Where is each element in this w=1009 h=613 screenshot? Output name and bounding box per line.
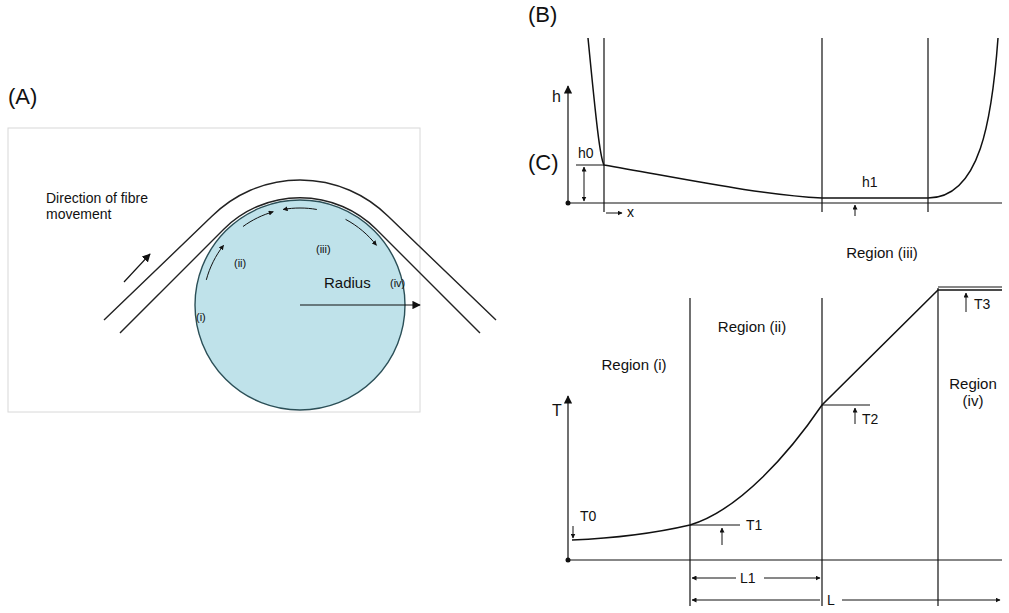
h1-arrow <box>855 205 856 216</box>
figure-label: (B) <box>528 2 557 27</box>
figure-label: Region (iv) <box>941 375 1005 410</box>
figure-label: (A) <box>8 84 37 109</box>
figure-label: h <box>552 88 561 106</box>
x-arrow <box>606 213 622 214</box>
t1-tick <box>690 525 740 526</box>
figure-label: (ii) <box>234 257 246 270</box>
origin-dot <box>566 201 571 206</box>
l1-dimension <box>764 578 820 579</box>
slip-arrow <box>346 219 377 245</box>
t1-arrow <box>722 528 723 545</box>
figure-label: T1 <box>746 517 762 533</box>
figure-label: h1 <box>862 174 878 190</box>
region-divider <box>937 288 938 606</box>
region-divider <box>821 298 822 606</box>
gap-curve <box>588 38 998 198</box>
l1-dimension <box>692 578 736 579</box>
figure-label: L1 <box>740 570 756 586</box>
figure-label: Region (i) <box>598 356 670 373</box>
region-divider <box>689 298 690 606</box>
base-axis <box>568 559 1002 560</box>
figure-label: x <box>627 204 634 220</box>
guide-circle: Radius <box>192 197 408 413</box>
h-axis <box>567 86 568 203</box>
figure-label: T2 <box>862 411 878 427</box>
radius-arrow <box>300 304 420 305</box>
x-axis <box>568 202 1002 203</box>
panel-frame <box>8 128 420 412</box>
l-dimension <box>692 600 820 601</box>
l-dimension <box>842 600 1000 601</box>
guide-drawing <box>192 197 408 413</box>
figure-label: h0 <box>578 145 594 161</box>
t-axis <box>567 396 568 560</box>
figure-label: L <box>827 592 835 608</box>
origin-dot <box>566 558 571 563</box>
slip-arrow <box>243 212 273 227</box>
figure-label: (C) <box>528 150 559 175</box>
radius-label: Radius <box>324 274 371 291</box>
t2-tick <box>822 405 870 406</box>
region-divider <box>603 38 604 212</box>
slip-arrow <box>283 208 317 209</box>
tension-curve <box>572 290 1002 540</box>
figure-label: Region (iii) <box>846 244 918 261</box>
figure-label: Region (ii) <box>716 318 788 335</box>
figure-label: T3 <box>974 296 990 312</box>
region-divider <box>927 38 928 212</box>
figure-label: (i) <box>196 311 206 324</box>
t2-arrow <box>855 408 856 424</box>
figure-label: T <box>552 402 562 420</box>
figure-label: T0 <box>580 508 596 524</box>
h0-tick <box>576 165 604 166</box>
figure-label: Direction of fibre movement <box>46 190 154 222</box>
h0-dimension <box>584 167 585 201</box>
t3-arrow <box>966 293 967 312</box>
figure-label: (iii) <box>316 243 331 256</box>
slip-arrow <box>206 245 223 280</box>
tension-curve-second <box>938 287 1002 288</box>
t0-arrow <box>573 526 574 538</box>
figure-label: (iv) <box>390 277 405 290</box>
direction-arrow <box>124 254 150 282</box>
region-divider <box>821 38 822 212</box>
